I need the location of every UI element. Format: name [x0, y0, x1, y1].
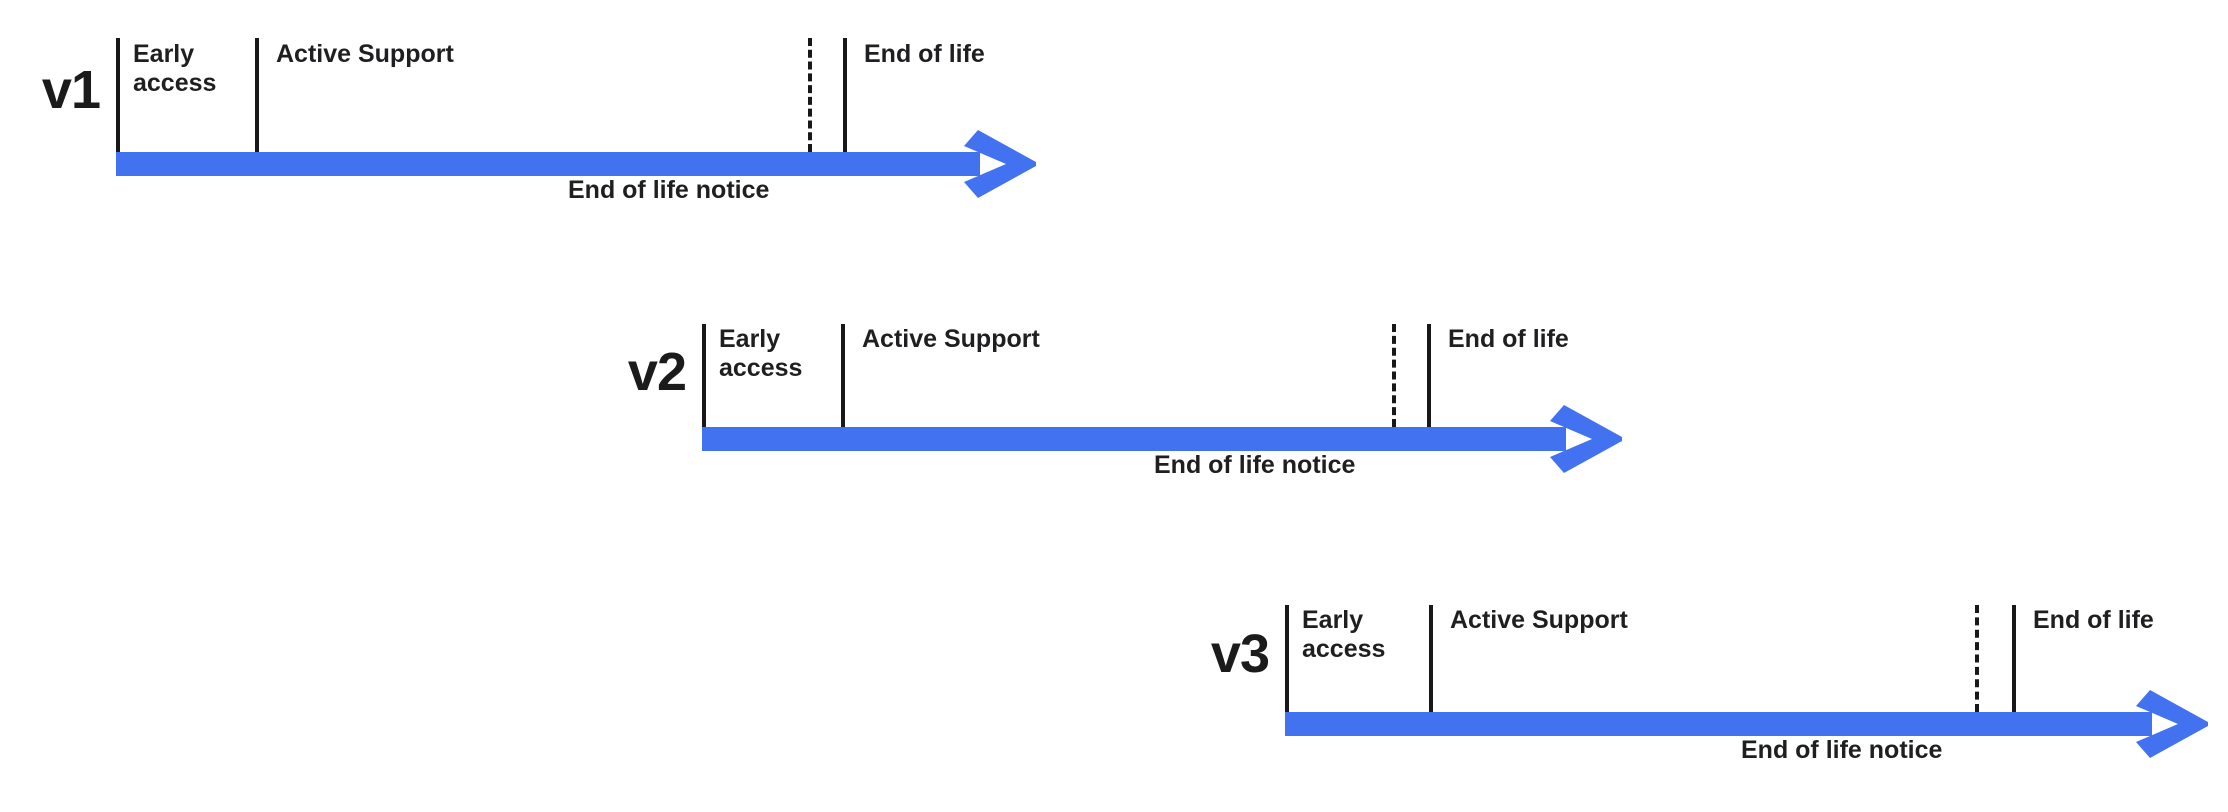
- timeline-shaft: [702, 427, 1566, 451]
- version-label: v3: [1210, 624, 1270, 684]
- end-of-life-notice-label: End of life notice: [1741, 736, 1943, 764]
- timeline-arrow-icon: [1544, 403, 1628, 475]
- phase-label-end-of-life: End of life: [1448, 325, 1569, 353]
- phase-divider-early-access-end: [841, 324, 845, 427]
- phase-label-active-support: Active Support: [276, 40, 454, 68]
- phase-divider-start: [702, 324, 706, 427]
- phase-label-early-access: Early access: [133, 40, 217, 97]
- phase-divider-active-support-end: [1427, 324, 1431, 427]
- phase-divider-start: [116, 38, 120, 152]
- timeline-arrow-icon: [958, 128, 1042, 200]
- end-of-life-notice-marker: [1975, 605, 1979, 712]
- phase-divider-active-support-end: [2012, 605, 2016, 712]
- phase-divider-early-access-end: [255, 38, 259, 152]
- phase-divider-start: [1285, 605, 1289, 712]
- phase-label-early-access: Early access: [719, 325, 803, 382]
- phase-label-early-access: Early access: [1302, 606, 1386, 663]
- phase-label-end-of-life: End of life: [864, 40, 985, 68]
- version-label: v1: [41, 60, 101, 120]
- phase-divider-active-support-end: [843, 38, 847, 152]
- end-of-life-notice-marker: [808, 38, 812, 152]
- phase-label-active-support: Active Support: [862, 325, 1040, 353]
- timeline-arrow-icon: [2130, 688, 2214, 760]
- phase-divider-early-access-end: [1429, 605, 1433, 712]
- timeline-shaft: [116, 152, 980, 176]
- end-of-life-notice-label: End of life notice: [568, 176, 770, 204]
- phase-label-active-support: Active Support: [1450, 606, 1628, 634]
- version-label: v2: [627, 342, 687, 402]
- end-of-life-notice-marker: [1392, 324, 1396, 427]
- timeline-shaft: [1285, 712, 2152, 736]
- phase-label-end-of-life: End of life: [2033, 606, 2154, 634]
- end-of-life-notice-label: End of life notice: [1154, 451, 1356, 479]
